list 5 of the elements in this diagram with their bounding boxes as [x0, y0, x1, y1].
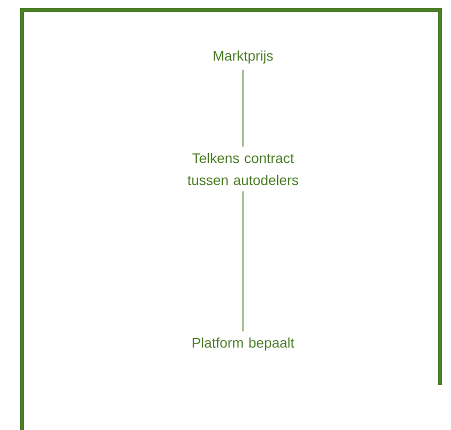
connector-line	[242, 190, 244, 332]
connector-line	[242, 69, 244, 148]
text-label: Platform bepaalt	[192, 337, 294, 351]
text-label: Marktprijs	[214, 50, 273, 64]
text-label: Telkens contract tussen autodelers	[188, 152, 298, 186]
